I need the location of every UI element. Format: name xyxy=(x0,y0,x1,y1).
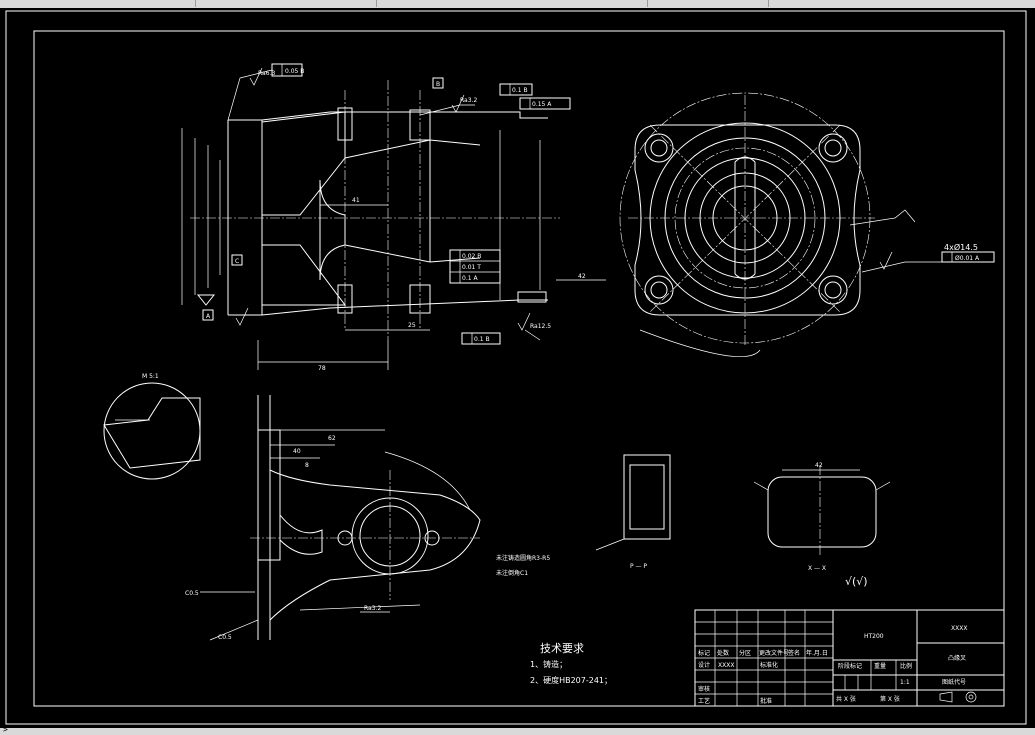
tech-req-item: 2、硬度HB207-241； xyxy=(530,675,612,685)
fcf-text: Ø0.01 A xyxy=(955,255,980,262)
fcf-text: 0.1 A xyxy=(462,275,478,282)
section-p xyxy=(595,454,671,551)
section-label: X — X xyxy=(808,565,826,572)
scale-value: 1:1 xyxy=(900,679,910,686)
dimension-text: 40 xyxy=(293,448,301,455)
bottom-view xyxy=(200,395,481,641)
dimension-text: 41 xyxy=(352,197,360,204)
header-col: 标记 xyxy=(698,649,710,657)
datum-label: A xyxy=(206,313,211,320)
dimension-text: 62 xyxy=(328,435,336,442)
toolbar-cell[interactable] xyxy=(0,0,196,7)
fcf-text: 0.02 B xyxy=(462,253,481,260)
datum-label: B xyxy=(436,81,440,88)
fcf-text: 0.15 A xyxy=(532,101,552,108)
front-view xyxy=(181,63,606,370)
tech-req-title: 技术要求 xyxy=(540,642,584,655)
note-text: 未注铸造圆角R3-R5 xyxy=(496,554,550,562)
dimension-text: 25 xyxy=(408,322,416,329)
top-toolbar xyxy=(0,0,1035,8)
toolbar-cell[interactable] xyxy=(377,0,648,7)
sheet-outer-border xyxy=(5,10,1027,725)
front-view-labels: 0.05 B 0.1 B 0.15 A 0.02 B 0.01 T 0.1 A … xyxy=(206,68,586,372)
design-name: XXXX xyxy=(718,662,734,669)
command-bar[interactable]: > xyxy=(0,725,1035,735)
bottom-view-labels: 62 40 8 C0.5 C0.5 Ra3.2 未注铸造圆角R3-R5 未注倒角… xyxy=(185,435,550,641)
fcf-text: 0.1 B xyxy=(512,87,528,94)
roughness-text: Ra3.2 xyxy=(460,97,477,104)
fcf-text: 0.1 B xyxy=(474,336,490,343)
title-block xyxy=(694,609,1005,707)
roughness-text: Ra6.3 xyxy=(258,70,275,77)
side-view xyxy=(619,92,995,358)
stage-label: 阶段标记 xyxy=(838,662,862,670)
chamfer-text: C0.5 xyxy=(218,634,232,641)
review-label: 审核 xyxy=(698,685,710,693)
header-col: 签名 xyxy=(788,649,800,657)
cad-drawing-area[interactable]: 0.05 B 0.1 B 0.15 A 0.02 B 0.01 T 0.1 A … xyxy=(0,8,1035,728)
roughness-text: Ra3.2 xyxy=(364,605,381,612)
dimension-text: 42 xyxy=(578,273,586,280)
drawing-name-text: XXXX xyxy=(951,625,967,632)
tech-req-item: 1、铸造； xyxy=(530,659,567,669)
command-prompt: > xyxy=(3,725,8,734)
dimension-text: 8 xyxy=(305,462,309,469)
toolbar-cell[interactable] xyxy=(196,0,377,7)
header-col: 年.月.日 xyxy=(806,649,828,657)
fcf-text: 0.05 B xyxy=(285,68,304,75)
note-text: 未注倒角C1 xyxy=(496,569,528,577)
standardize-label: 标准化 xyxy=(760,661,778,669)
approve-label: 批准 xyxy=(760,697,772,705)
section-x xyxy=(753,465,891,555)
dimension-text: 78 xyxy=(318,365,326,372)
material-text: HT200 xyxy=(864,633,884,640)
datum-label: C xyxy=(235,258,239,265)
header-col: 处数 xyxy=(717,649,729,657)
process-label: 工艺 xyxy=(698,697,710,705)
roughness-text: Ra12.5 xyxy=(530,323,551,330)
detail-m xyxy=(103,382,201,480)
hole-callout: 4xØ14.5 xyxy=(944,242,978,252)
section-label: P — P xyxy=(630,563,647,570)
part-name-text: 凸缘叉 xyxy=(948,654,966,662)
drawing-code-label: 图纸代号 xyxy=(942,678,966,686)
scale-label: 比例 xyxy=(900,662,912,670)
total-sheets: 共 X 张 xyxy=(836,695,856,703)
title-block-text: HT200 XXXX 凸缘叉 图纸代号 比例 1:1 重量 阶段标记 共 X 张… xyxy=(698,625,967,705)
toolbar-cell[interactable] xyxy=(648,0,769,7)
chamfer-text: C0.5 xyxy=(185,590,199,597)
drawing-frame xyxy=(33,30,1005,707)
surface-finish-symbol: √(√) xyxy=(845,575,868,588)
header-col: 分区 xyxy=(739,649,751,657)
weight-label: 重量 xyxy=(874,662,886,670)
section-label: M 5:1 xyxy=(142,373,159,380)
header-col: 更改文件号 xyxy=(759,649,789,657)
sheet-number: 第 X 张 xyxy=(880,695,900,703)
side-view-labels: 4xØ14.5 Ø0.01 A xyxy=(944,242,980,262)
dimension-text: 42 xyxy=(815,462,823,469)
fcf-text: 0.01 T xyxy=(462,264,481,271)
drawing-svg: 0.05 B 0.1 B 0.15 A 0.02 B 0.01 T 0.1 A … xyxy=(5,10,1027,725)
design-label: 设计 xyxy=(698,661,710,669)
